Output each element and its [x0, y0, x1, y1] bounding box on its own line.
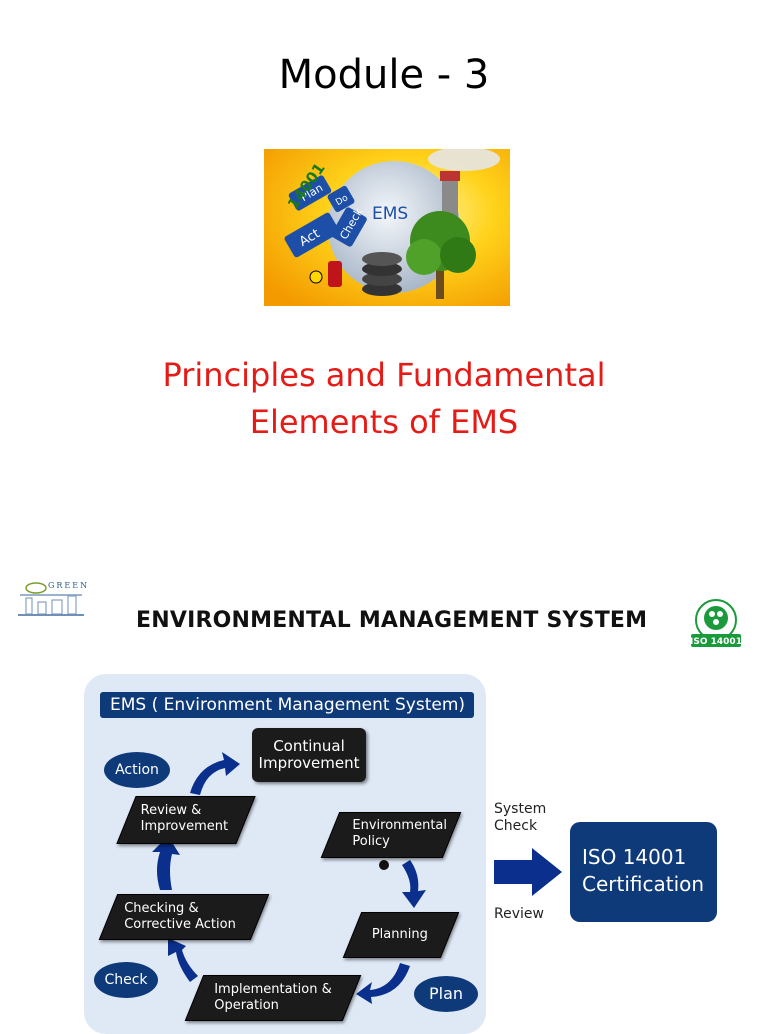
oval-plan: Plan: [414, 976, 478, 1012]
certification-line1: ISO 14001: [582, 845, 687, 869]
ems-heading: ENVIRONMENTAL MANAGEMENT SYSTEM: [136, 608, 648, 633]
checking-line2: Corrective Action: [124, 917, 236, 932]
arrow-to-checking: [168, 938, 198, 982]
slide-title: Module - 3: [278, 52, 490, 98]
green-building-logo: GREEN: [18, 578, 87, 618]
env-line1: Environmental: [352, 818, 448, 833]
step-implementation-operation: Implementation & Operation: [184, 975, 362, 1021]
ems-label: EMS: [372, 204, 408, 224]
oval-check: Check: [94, 962, 158, 998]
arrow-to-continual: [190, 752, 240, 795]
slide-subtitle: Principles and Fundamental Elements of E…: [140, 352, 628, 446]
arrow-to-planning: [402, 860, 426, 908]
ems-illustration: Plan Do Act Check 14001 EMS: [264, 149, 510, 306]
bullet-dot: [379, 860, 389, 870]
iso-logo-text: ISO 14001: [690, 637, 742, 647]
env-line2: Policy: [352, 834, 390, 849]
planning-label: Planning: [371, 927, 428, 942]
review-line1: Review &: [140, 803, 202, 818]
continual-line1: Continual: [273, 737, 345, 755]
subtitle-line1: Principles and Fundamental: [162, 356, 606, 394]
review-line2: Improvement: [140, 819, 229, 834]
review-label: Review: [494, 906, 544, 922]
system-check-label: System Check: [494, 801, 546, 835]
impl-line1: Implementation &: [214, 982, 332, 997]
step-continual-improvement: Continual Improvement: [252, 728, 366, 782]
subtitle-line2: Elements of EMS: [249, 403, 519, 441]
iso-certification-box: ISO 14001 Certification: [570, 822, 717, 922]
iso-14001-logo: ISO 14001: [683, 598, 749, 650]
impl-line2: Operation: [214, 998, 279, 1013]
ems-illustration-art: Plan Do Act Check 14001 EMS: [264, 149, 510, 306]
step-checking-corrective: Checking & Corrective Action: [98, 894, 270, 940]
system-check-line1: System: [494, 801, 547, 817]
arrow-to-implementation: [356, 963, 410, 1004]
oval-action: Action: [104, 752, 170, 788]
step-environmental-policy: Environmental Policy: [320, 812, 462, 858]
step-review-improvement: Review & Improvement: [116, 796, 256, 844]
checking-line1: Checking &: [124, 901, 199, 916]
arrow-to-review: [152, 836, 180, 890]
panel-title: EMS ( Environment Management System): [100, 692, 474, 718]
certification-line2: Certification: [582, 872, 705, 896]
arrow-to-certification: [494, 848, 562, 896]
step-planning: Planning: [342, 912, 460, 958]
system-check-line2: Check: [494, 818, 538, 834]
green-logo-text: GREEN: [48, 581, 89, 590]
continual-line2: Improvement: [258, 754, 360, 772]
